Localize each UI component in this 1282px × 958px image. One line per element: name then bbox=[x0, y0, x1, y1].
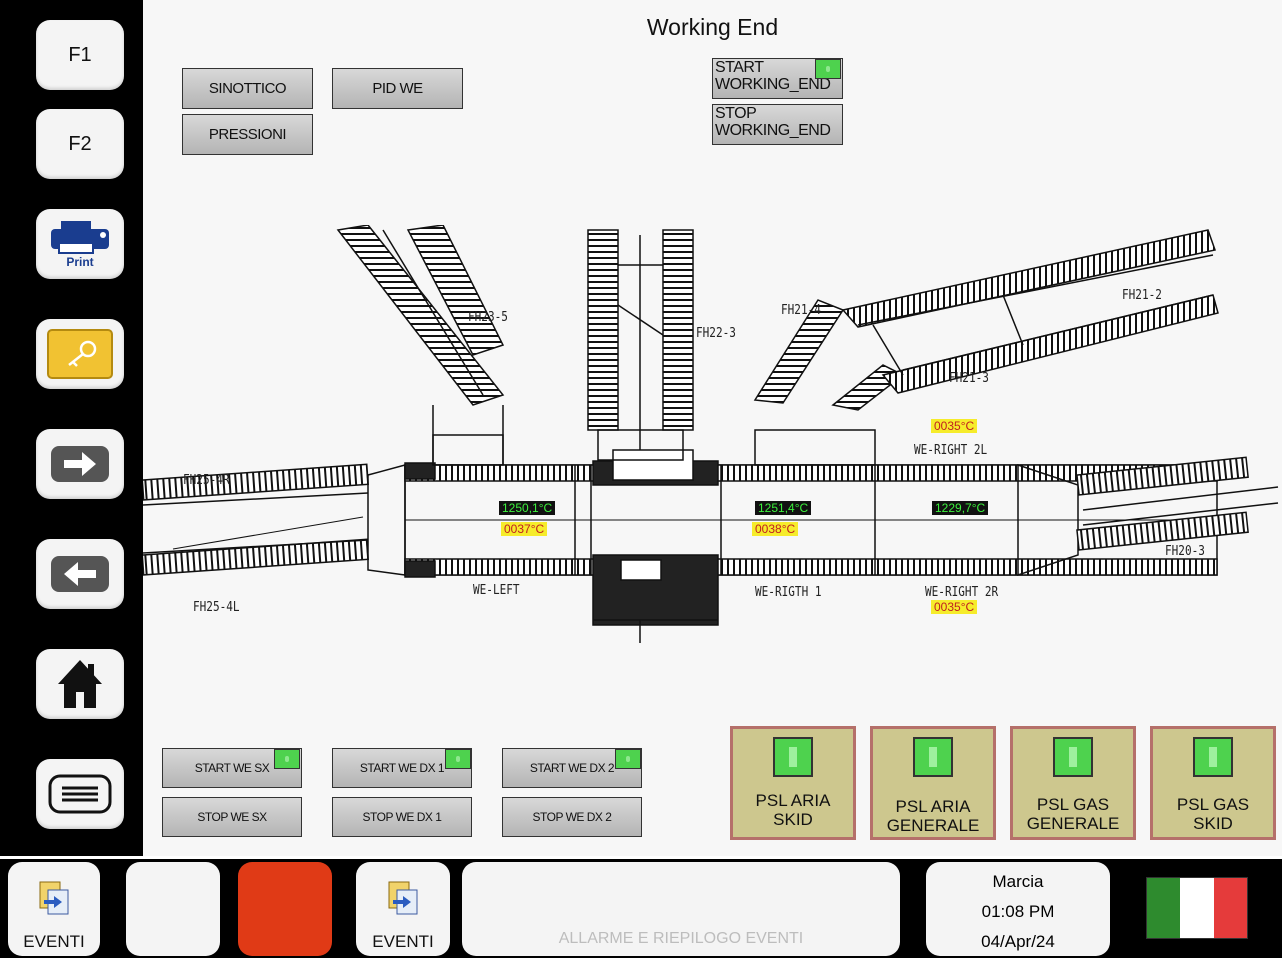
alarm-indicator[interactable] bbox=[238, 862, 332, 956]
previous-page-button[interactable] bbox=[36, 539, 124, 609]
psl-aria-generale-panel: PSL ARIA GENERALE bbox=[870, 726, 996, 840]
label-we-right-2r: WE-RIGHT 2R bbox=[925, 585, 999, 600]
clock-date: 04/Apr/24 bbox=[981, 932, 1055, 951]
label-we-left: WE-LEFT bbox=[473, 583, 520, 598]
psl-aria-skid-led bbox=[773, 737, 813, 777]
home-button[interactable] bbox=[36, 649, 124, 719]
main-panel: Working End SINOTTICO PID WE PRESSIONI S… bbox=[143, 0, 1282, 856]
blank-status-button[interactable] bbox=[126, 862, 220, 956]
pressioni-button[interactable]: PRESSIONI bbox=[182, 114, 313, 155]
label-fh22-3: FH22-3 bbox=[696, 326, 736, 341]
label-fh25-4r: FH25-4R bbox=[183, 473, 230, 488]
temperature-we-right-2: 1229,7°C bbox=[932, 501, 989, 515]
working-end-diagram bbox=[143, 225, 1279, 643]
label-fh25-4l: FH25-4L bbox=[193, 600, 240, 615]
psl-aria-generale-led bbox=[913, 737, 953, 777]
events-log-icon bbox=[39, 881, 69, 915]
clock-time: 01:08 PM bbox=[981, 902, 1055, 921]
key-icon bbox=[47, 329, 113, 379]
start-we-sx-indicator bbox=[274, 749, 300, 769]
temperature-we-left: 1250,1°C bbox=[499, 501, 556, 515]
stop-we-sx-button[interactable]: STOP WE SX bbox=[162, 797, 302, 837]
login-key-button[interactable] bbox=[36, 319, 124, 389]
events-log-icon bbox=[388, 881, 418, 915]
start-working-end-indicator bbox=[815, 59, 841, 79]
home-icon bbox=[58, 660, 102, 708]
alarm-summary-panel[interactable]: ALLARME E RIEPILOGO EVENTI bbox=[462, 862, 900, 956]
psl-gas-skid-led bbox=[1193, 737, 1233, 777]
temperature-we-right-1: 1251,4°C bbox=[755, 501, 812, 515]
pressure-we-left: 0037°C bbox=[501, 522, 548, 536]
bottom-divider bbox=[0, 856, 1282, 859]
psl-gas-skid-panel: PSL GAS SKID bbox=[1150, 726, 1276, 840]
print-button[interactable]: Print bbox=[36, 209, 124, 279]
f1-button[interactable]: F1 bbox=[36, 20, 124, 90]
start-we-dx2-indicator bbox=[615, 749, 641, 769]
arrow-right-icon bbox=[51, 446, 109, 482]
start-we-dx1-indicator bbox=[445, 749, 471, 769]
pressure-we-right-2r: 0035°C bbox=[931, 600, 978, 614]
pressure-we-right-2l: 0035°C bbox=[931, 419, 978, 433]
stop-working-end-button[interactable]: STOP WORKING_END bbox=[712, 104, 843, 145]
psl-aria-skid-panel: PSL ARIA SKID bbox=[730, 726, 856, 840]
pressure-we-right-1: 0038°C bbox=[752, 522, 799, 536]
label-fh20-3: FH20-3 bbox=[1165, 544, 1205, 559]
eventi-button-1[interactable]: EVENTI bbox=[8, 862, 100, 956]
stop-we-dx1-button[interactable]: STOP WE DX 1 bbox=[332, 797, 472, 837]
language-flag-italy[interactable] bbox=[1146, 877, 1248, 939]
psl-gas-generale-panel: PSL GAS GENERALE bbox=[1010, 726, 1136, 840]
stop-we-dx2-button[interactable]: STOP WE DX 2 bbox=[502, 797, 642, 837]
label-fh21-4: FH21-4 bbox=[781, 303, 821, 318]
menu-button[interactable] bbox=[36, 759, 124, 829]
page-title: Working End bbox=[646, 14, 779, 40]
label-fh21-2: FH21-2 bbox=[1122, 288, 1162, 303]
machine-status: Marcia bbox=[992, 872, 1044, 891]
menu-list-icon bbox=[48, 774, 112, 814]
f2-button[interactable]: F2 bbox=[36, 109, 124, 179]
label-we-right-2l: WE-RIGHT 2L bbox=[914, 443, 988, 458]
arrow-left-icon bbox=[51, 556, 109, 592]
pid-we-button[interactable]: PID WE bbox=[332, 68, 463, 109]
printer-icon bbox=[51, 221, 109, 254]
label-fh23-5: FH23-5 bbox=[468, 310, 508, 325]
status-datetime-panel: Marcia 01:08 PM 04/Apr/24 bbox=[926, 862, 1110, 956]
sinottico-button[interactable]: SINOTTICO bbox=[182, 68, 313, 109]
eventi-button-2[interactable]: EVENTI bbox=[356, 862, 450, 956]
label-fh21-3: FH21-3 bbox=[949, 371, 989, 386]
next-page-button[interactable] bbox=[36, 429, 124, 499]
psl-gas-generale-led bbox=[1053, 737, 1093, 777]
label-we-rigth-1: WE-RIGTH 1 bbox=[755, 585, 822, 600]
